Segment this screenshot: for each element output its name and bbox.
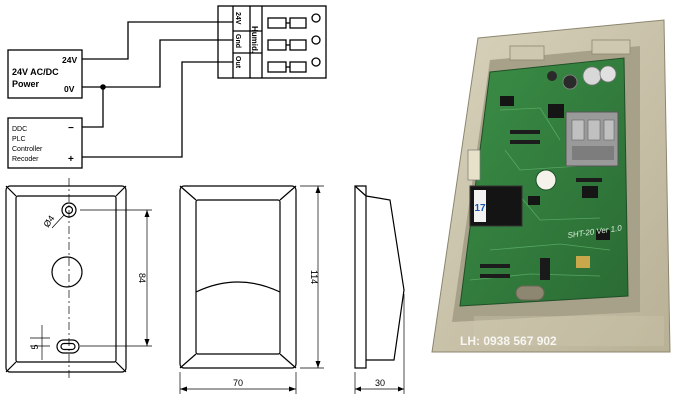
controller-box [7,117,83,169]
backplate-arrows [144,210,150,346]
terminal-title-humid: Humid. [250,26,259,53]
power-0v-label: 0V [64,84,75,94]
wire-ctrl-minus [82,87,104,128]
wiring-diagram [7,5,327,169]
bottom-connector [540,258,550,280]
wire-out [82,61,233,158]
front-cover-drawing [179,185,324,394]
controller-line-recoder: Recoder [12,156,39,163]
power-title-line2: Power [12,79,40,89]
terminal-block [217,5,327,79]
product-photo: 17 SHT-20 Ver 1.0 LH: 0938 567 902 [431,19,671,353]
power-supply-box [7,49,83,99]
controller-line-controller: Controller [12,146,43,153]
junction-dot [100,84,106,90]
microcontroller: 17 [469,185,523,227]
controller-plus: + [68,154,74,165]
controller-line-plc: PLC [12,136,26,143]
dim-5-label: 5 [30,344,40,349]
dim-hole-label: Ø4 [41,214,56,230]
side-base [354,185,367,369]
cover-inner [195,199,281,355]
cable-hole [51,256,83,288]
cover-arrows [180,186,321,392]
photo-terminal-block [565,111,619,167]
dim-30-label: 30 [375,378,385,388]
terminal-label-gnd: Gnd [234,34,241,48]
dim-114-label: 114 [309,270,319,284]
side-view-drawing [354,185,405,394]
power-title-line1: 24V AC/DC [12,67,59,77]
wire-24v [82,21,233,60]
pcb-center-hole [535,169,557,191]
capacitor-2 [582,66,602,86]
dim-70-label: 70 [233,378,243,388]
dim-84-label: 84 [137,273,147,283]
cover-outer [179,185,297,369]
sensor-connector [467,149,481,181]
controller-line-ddc: DDC [12,126,27,133]
cover-curve [195,281,281,293]
ic-chip [548,104,564,118]
contact-watermark: LH: 0938 567 902 [460,334,557,348]
backplate-outer [5,185,127,373]
chip-sticker-label: 17 [474,203,486,214]
mount-slot-bottom [56,339,80,354]
power-24v-label: 24V [62,55,77,65]
capacitor-1 [562,74,578,90]
top-clip [509,45,545,61]
controller-minus: − [68,123,74,134]
side-arrows [355,386,404,392]
backplate-inner [15,195,117,363]
side-profile [365,195,405,361]
wire-gnd [103,39,233,88]
backplate-drawing [5,178,152,380]
terminal-screws [267,13,321,73]
terminal-label-out: Out [234,56,241,69]
terminal-label-24v: 24V [234,12,241,25]
housing-slot [515,285,545,301]
